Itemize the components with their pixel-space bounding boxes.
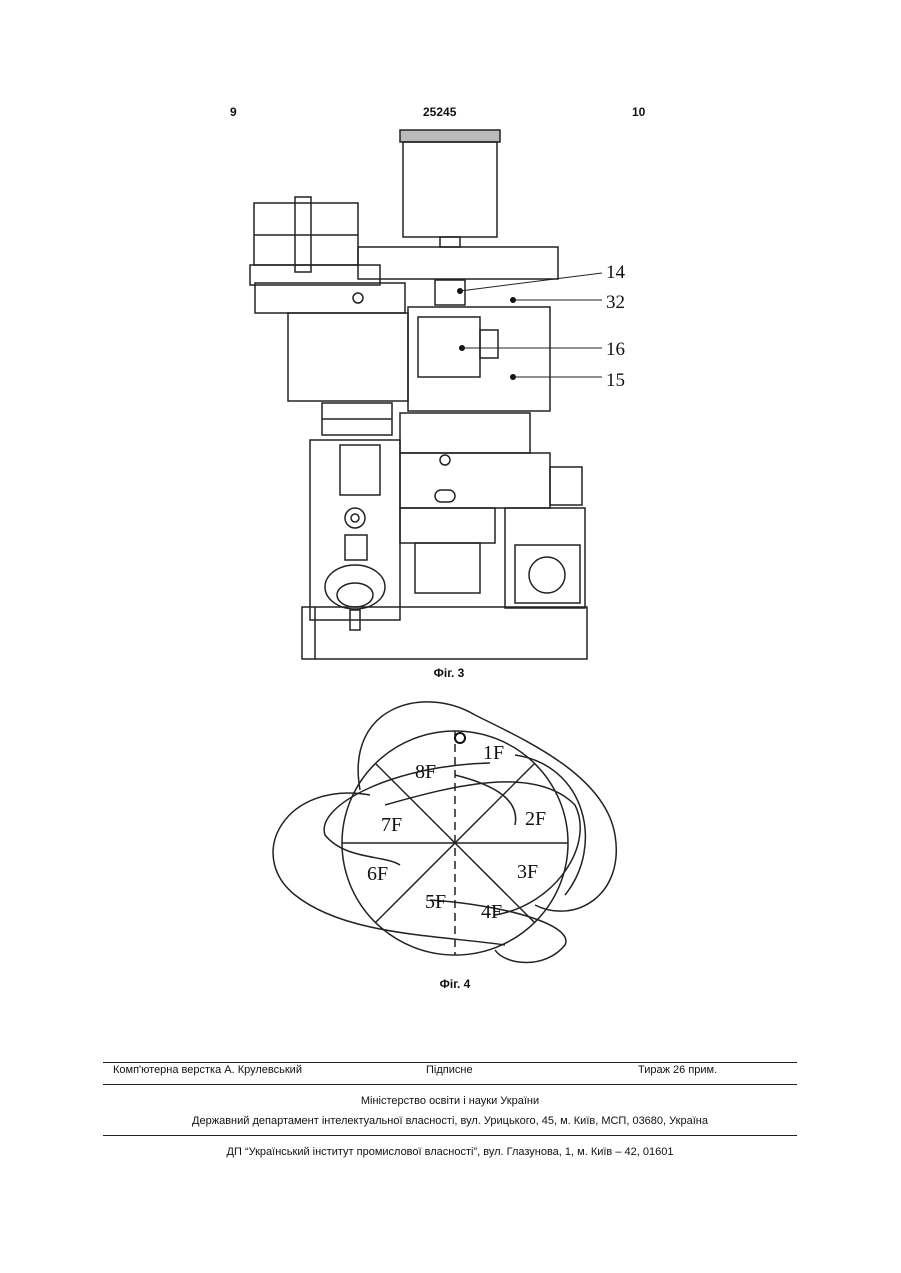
label-16: 16 [606, 339, 625, 360]
sector-8F: 8F [415, 761, 436, 783]
footer-rule-middle [103, 1084, 797, 1085]
sector-4F: 4F [481, 901, 502, 923]
page-number-right: 10 [632, 105, 645, 119]
patent-number: 25245 [423, 105, 456, 119]
figure-3-drawing: 14 32 16 15 [240, 125, 640, 665]
footer-signed: Підписне [426, 1064, 473, 1076]
sector-1F: 1F [483, 742, 504, 764]
footer-department: Державний департамент інтелектуальної вл… [103, 1115, 797, 1127]
footer-circulation: Тираж 26 прим. [638, 1064, 717, 1076]
label-15: 15 [606, 370, 625, 391]
figure-4-caption: Фіг. 4 [395, 977, 515, 991]
footer-rule-bottom [103, 1135, 797, 1136]
figure-3-caption: Фіг. 3 [389, 666, 509, 680]
sector-3F: 3F [517, 861, 538, 883]
footer-ministry: Міністерство освіти і науки України [103, 1095, 797, 1107]
label-14: 14 [606, 262, 626, 283]
figure-4-diagram: 1F 2F 3F 4F 5F 6F 7F 8F [255, 695, 645, 975]
sector-6F: 6F [367, 863, 388, 885]
footer-rule-top [103, 1062, 797, 1063]
footer-layout-credit: Комп'ютерна верстка А. Крулевський [113, 1064, 302, 1076]
sector-2F: 2F [525, 808, 546, 830]
footer-institute: ДП “Український інститут промислової вла… [103, 1146, 797, 1158]
label-32: 32 [606, 292, 625, 313]
sector-5F: 5F [425, 891, 446, 913]
page-number-left: 9 [230, 105, 237, 119]
sector-7F: 7F [381, 814, 402, 836]
